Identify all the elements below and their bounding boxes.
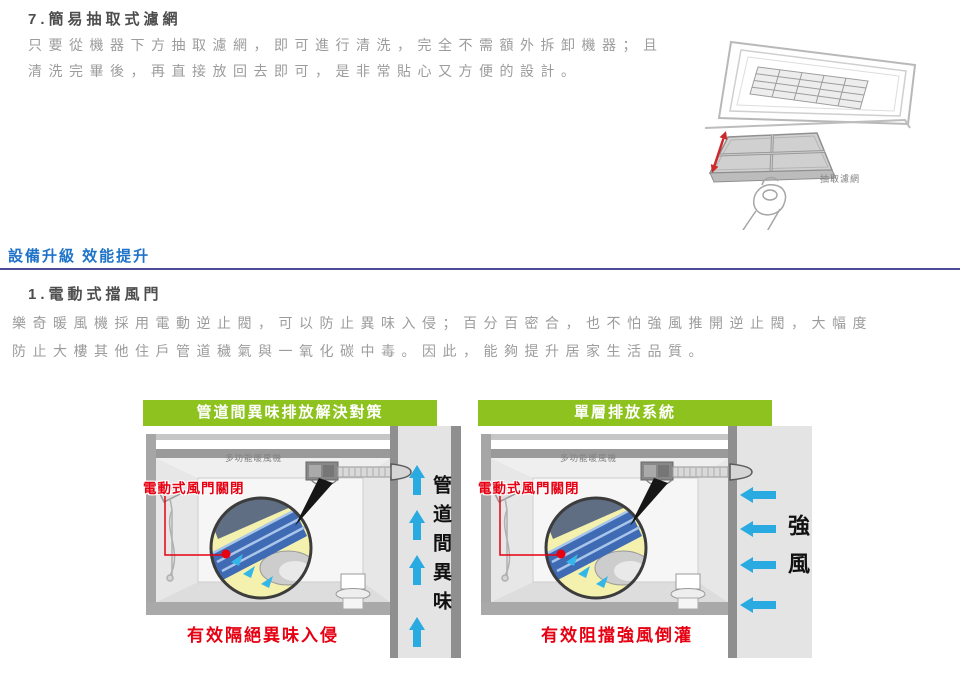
diagram-right-title: 單層排放系統 [478, 400, 772, 426]
pull-direction-arrow-icon [710, 131, 728, 173]
filter-panel [708, 132, 837, 183]
duct-shaft [398, 426, 451, 658]
toilet-illustration [335, 573, 371, 610]
damper-label-connector [164, 496, 231, 559]
diagram-right-wind-label: 強風 [785, 514, 810, 590]
section-7-heading: 7.簡易抽取式濾網 [28, 11, 182, 28]
filter-illustration-caption: 抽取濾網 [820, 174, 861, 184]
ceiling-beam [156, 449, 390, 458]
outdoor-area [737, 426, 812, 658]
diagram-left-caption: 有效隔絕異味入侵 [187, 626, 339, 645]
diagram-left-unit-label: 多功能暖風機 [225, 453, 283, 463]
heater-unit [640, 461, 674, 487]
item-1-body-line2: 防止大樓其他住戶管道穢氣與一氧化碳中毒。因此，能夠提升居家生活品質。 [12, 343, 709, 359]
diagram-right-unit-label: 多功能暖風機 [560, 453, 618, 463]
unit-grille [749, 66, 869, 110]
duct-pipe [337, 463, 412, 481]
diagram-left-damper-label: 電動式風門關閉 [143, 481, 245, 496]
duct-pipe [672, 463, 753, 481]
damper-magnifier [209, 478, 333, 600]
floor [146, 602, 390, 615]
room-left-wall [481, 434, 491, 615]
diagram-duct-odor: 管道間異味排放解決對策 [143, 400, 473, 664]
item-1-body-line1: 樂奇暖風機採用電動逆止閥，可以防止異味入侵；百分百密合，也不怕強風推開逆止閥，大… [12, 315, 873, 331]
section-divider [0, 268, 960, 270]
floor [481, 602, 728, 615]
upgrade-section-heading: 設備升級 效能提升 [8, 248, 151, 265]
wind-left-arrows [740, 487, 776, 613]
diagram-left-drawing [146, 426, 461, 658]
diagram-right-drawing [481, 426, 812, 658]
diagram-right-damper-label: 電動式風門關閉 [478, 481, 580, 496]
section-7-body-line2: 清洗完畢後，再直接放回去即可，是非常貼心又方便的設計。 [28, 63, 582, 79]
diagram-right-caption: 有效阻擋強風倒灌 [541, 626, 693, 645]
section-7-body-line1: 只要從機器下方抽取濾網，即可進行清洗，完全不需額外拆卸機器；且 [28, 37, 664, 53]
odor-up-arrows [409, 465, 425, 647]
item-1-heading: 1.電動式擋風門 [28, 286, 163, 303]
damper-label-connector [499, 496, 566, 559]
damper-magnifier [544, 478, 668, 600]
hand-illustration [742, 176, 787, 230]
magnifier-pointer [630, 478, 668, 526]
ceiling-beam [491, 449, 728, 458]
magnifier-pointer [295, 478, 333, 526]
room-left-wall [146, 434, 156, 615]
diagram-single-layer: 單層排放系統 [478, 400, 812, 664]
toilet-illustration [670, 573, 706, 610]
filter-illustration-drawing [704, 40, 917, 230]
diagram-left-title: 管道間異味排放解決對策 [143, 400, 437, 426]
heater-unit [305, 461, 339, 487]
diagram-left-shaft-label: 管道間異味 [430, 475, 451, 620]
filter-extraction-illustration: 抽取濾網 [700, 25, 955, 230]
ceiling-unit [704, 40, 917, 129]
